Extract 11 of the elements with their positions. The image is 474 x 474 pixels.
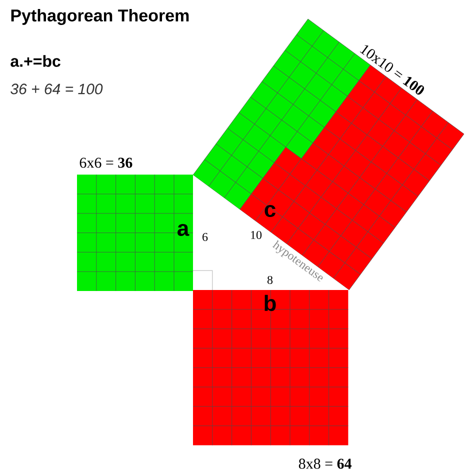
side-length: 10 [251,230,262,240]
side-length: 8 [267,276,273,284]
side-letter: c [264,204,276,218]
sum-text: 36 + 64 = 100 [10,84,103,94]
side-letter: b [264,294,276,312]
square-label: 8x8 = 64 [298,458,352,469]
side-length: 6 [202,232,208,242]
formula-text: a.+=bc [10,55,60,67]
side-letter: a [178,224,190,236]
square-label: 6x6 = 36 [80,158,132,168]
title: Pythagorean Theorem [11,9,189,25]
